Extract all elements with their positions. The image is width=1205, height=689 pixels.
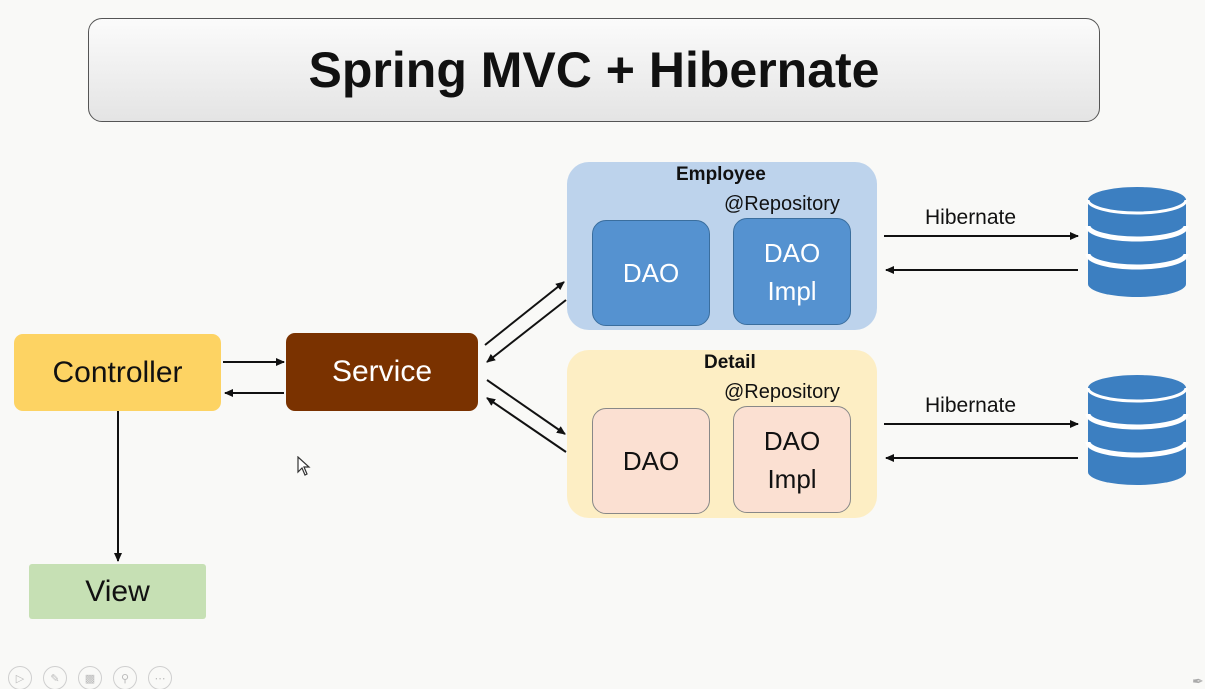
employee-dao-node: DAO bbox=[592, 220, 710, 326]
mouse-pointer-icon bbox=[297, 456, 311, 476]
arrow-service-to-employee bbox=[484, 281, 565, 346]
play-icon[interactable]: ▷ bbox=[8, 666, 32, 689]
service-node: Service bbox=[286, 333, 478, 411]
detail-dao-impl-label-line1: DAO bbox=[763, 425, 821, 456]
detail-dao-impl-label-line2: Impl bbox=[767, 463, 817, 494]
arrow-employee-to-service bbox=[486, 299, 567, 363]
slides-icon[interactable]: ▩ bbox=[78, 666, 102, 689]
controller-node: Controller bbox=[14, 334, 221, 411]
detail-repository-group: Detail @Repository DAO DAO Impl bbox=[567, 350, 877, 518]
detail-group-title: Detail bbox=[704, 352, 756, 373]
service-label: Service bbox=[331, 355, 433, 388]
detail-dao-node: DAO bbox=[592, 408, 710, 514]
employee-dao-impl-label-line2: Impl bbox=[767, 275, 817, 306]
employee-repository-group: Employee @Repository DAO DAO Impl bbox=[567, 162, 877, 330]
more-icon[interactable]: ⋯ bbox=[148, 666, 172, 689]
zoom-icon[interactable]: ⚲ bbox=[113, 666, 137, 689]
employee-dao-impl-node: DAO Impl bbox=[733, 218, 851, 325]
employee-group-title: Employee bbox=[676, 164, 766, 185]
employee-repository-annotation: @Repository bbox=[724, 193, 840, 215]
employee-dao-impl-label-line1: DAO bbox=[763, 237, 821, 268]
arrow-detail-to-service bbox=[486, 397, 567, 453]
detail-dao-label: DAO bbox=[622, 446, 680, 476]
controller-label: Controller bbox=[52, 355, 183, 389]
detail-hibernate-label: Hibernate bbox=[925, 394, 1017, 417]
view-node: View bbox=[29, 564, 206, 619]
view-label: View bbox=[85, 574, 150, 608]
diagram-title: Spring MVC + Hibernate bbox=[308, 42, 880, 98]
title-banner: Spring MVC + Hibernate bbox=[88, 18, 1100, 122]
database-icon bbox=[1085, 375, 1189, 485]
slideshow-toolbar: ▷ ✎ ▩ ⚲ ⋯ bbox=[8, 666, 172, 689]
detail-repository-annotation: @Repository bbox=[724, 381, 840, 403]
employee-hibernate-label: Hibernate bbox=[925, 206, 1017, 229]
detail-dao-impl-node: DAO Impl bbox=[733, 406, 851, 513]
employee-dao-label: DAO bbox=[622, 258, 680, 288]
database-icon bbox=[1085, 187, 1189, 297]
corner-pen-icon: ✒ bbox=[1192, 673, 1204, 689]
arrow-service-to-detail bbox=[486, 379, 566, 435]
pen-icon[interactable]: ✎ bbox=[43, 666, 67, 689]
